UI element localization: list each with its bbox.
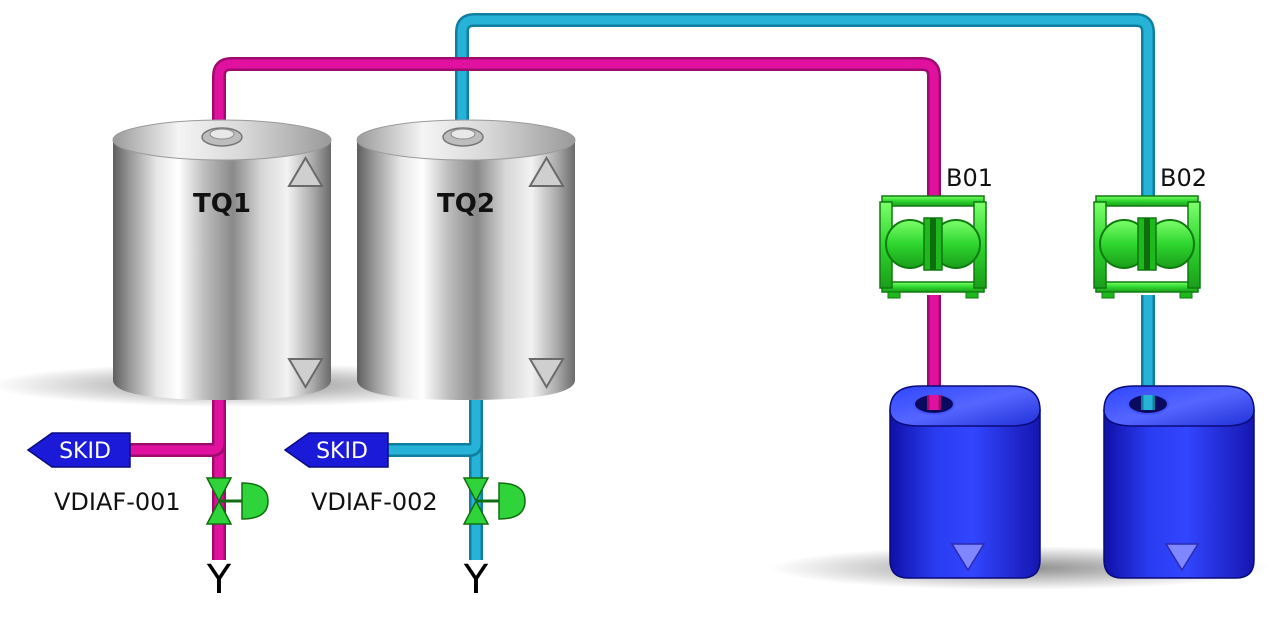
pump-b02[interactable]: B02 [1093,164,1207,299]
pipe-line-b-bottom [388,400,483,560]
tank-nozzle [201,127,243,147]
diaphragm-pump-icon [1093,195,1201,299]
valve-icon [205,477,269,525]
skid-arrow-2[interactable]: SKID [283,432,389,468]
pump-b01[interactable]: B01 [879,164,993,299]
skid-arrow-1[interactable]: SKID [26,432,131,468]
skid-label: SKID [59,439,111,464]
triangle-up-icon[interactable] [528,156,565,187]
tank-tq1[interactable]: TQ1 [112,119,332,400]
valve-vdiaf-002[interactable]: VDIAF-002 [311,477,526,525]
triangle-down-icon[interactable] [287,358,324,389]
pipe-line-a-bottom [130,400,226,560]
drain-label: Y [206,557,232,603]
tank-label: TQ1 [193,189,251,219]
tank-label: TQ2 [437,189,495,219]
triangle-down-icon[interactable] [1164,543,1200,572]
pipe-line-a-top [212,57,941,200]
diaphragm-pump-icon [879,195,987,299]
pipe-line-b-top [455,13,1155,200]
tank-nozzle [442,127,484,147]
drain-label: Y [463,557,489,603]
pump-label: B01 [946,164,993,192]
valve-icon [462,477,526,525]
tank-tq2[interactable]: TQ2 [356,119,576,400]
skid-label: SKID [316,439,368,464]
valve-vdiaf-001[interactable]: VDIAF-001 [54,477,269,525]
valve-label: VDIAF-002 [311,488,438,516]
triangle-up-icon[interactable] [287,156,324,187]
pump-label: B02 [1160,164,1207,192]
triangle-down-icon[interactable] [528,358,565,389]
drum-1[interactable] [889,385,1041,579]
triangle-down-icon[interactable] [950,543,986,572]
valve-label: VDIAF-001 [54,488,181,516]
drum-2[interactable] [1103,385,1255,579]
